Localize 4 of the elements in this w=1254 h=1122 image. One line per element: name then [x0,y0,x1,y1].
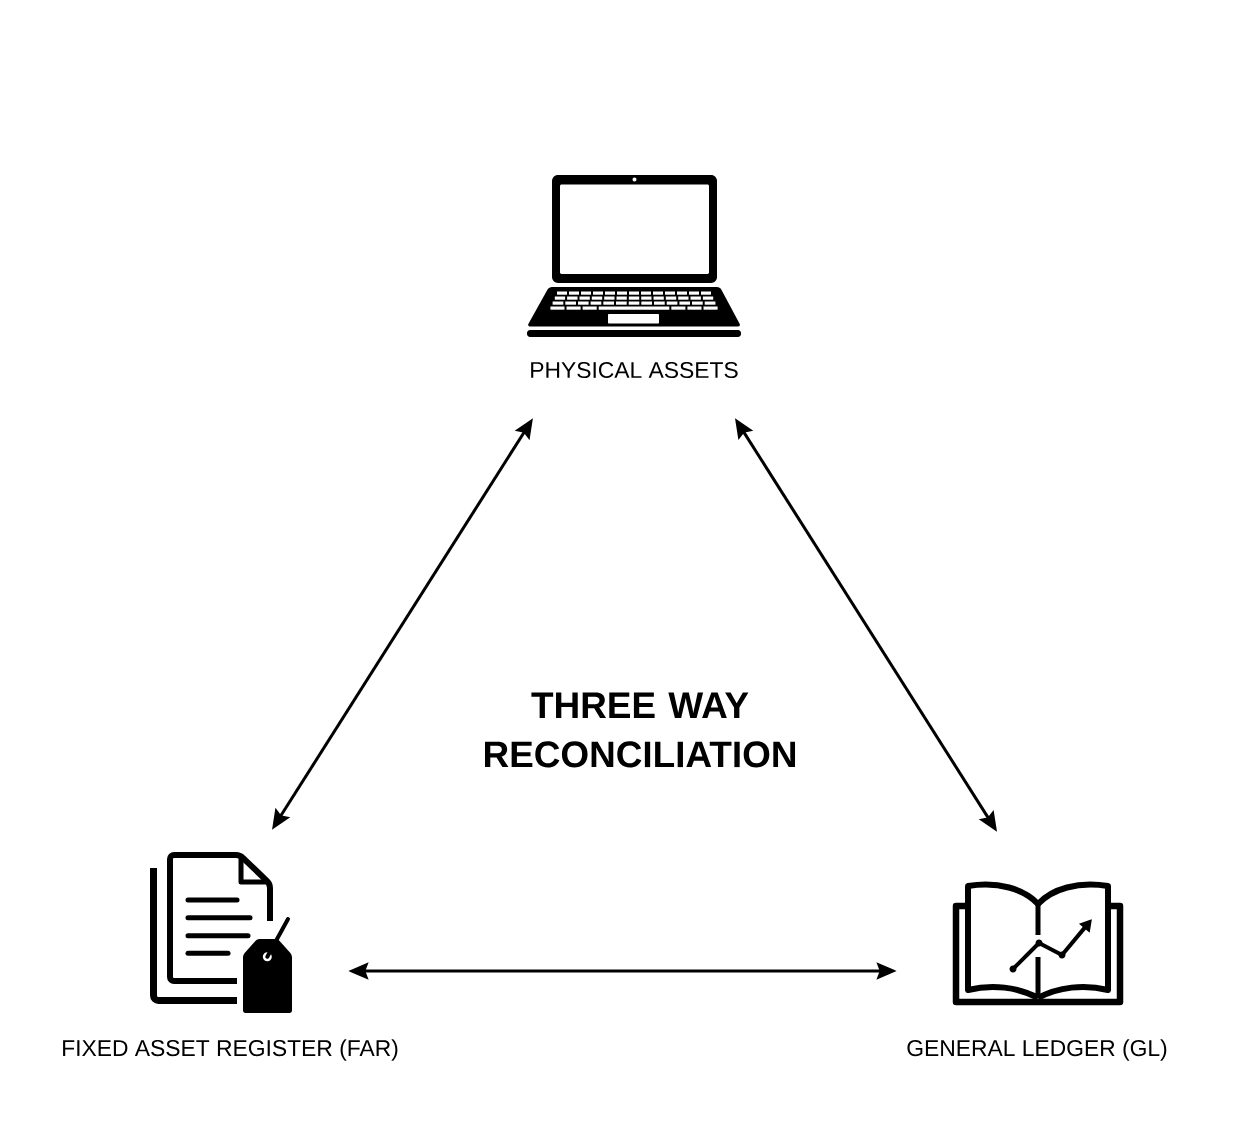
icon-caption: FIXED ASSET REGISTER (FAR) [63,1039,398,1061]
icon-caption: GENERAL LEDGER (GL) [907,1039,1167,1061]
icon-caption: PHYSICAL ASSETS [531,361,738,379]
diagram-title: THREE WAY RECONCILIATION [485,692,796,768]
